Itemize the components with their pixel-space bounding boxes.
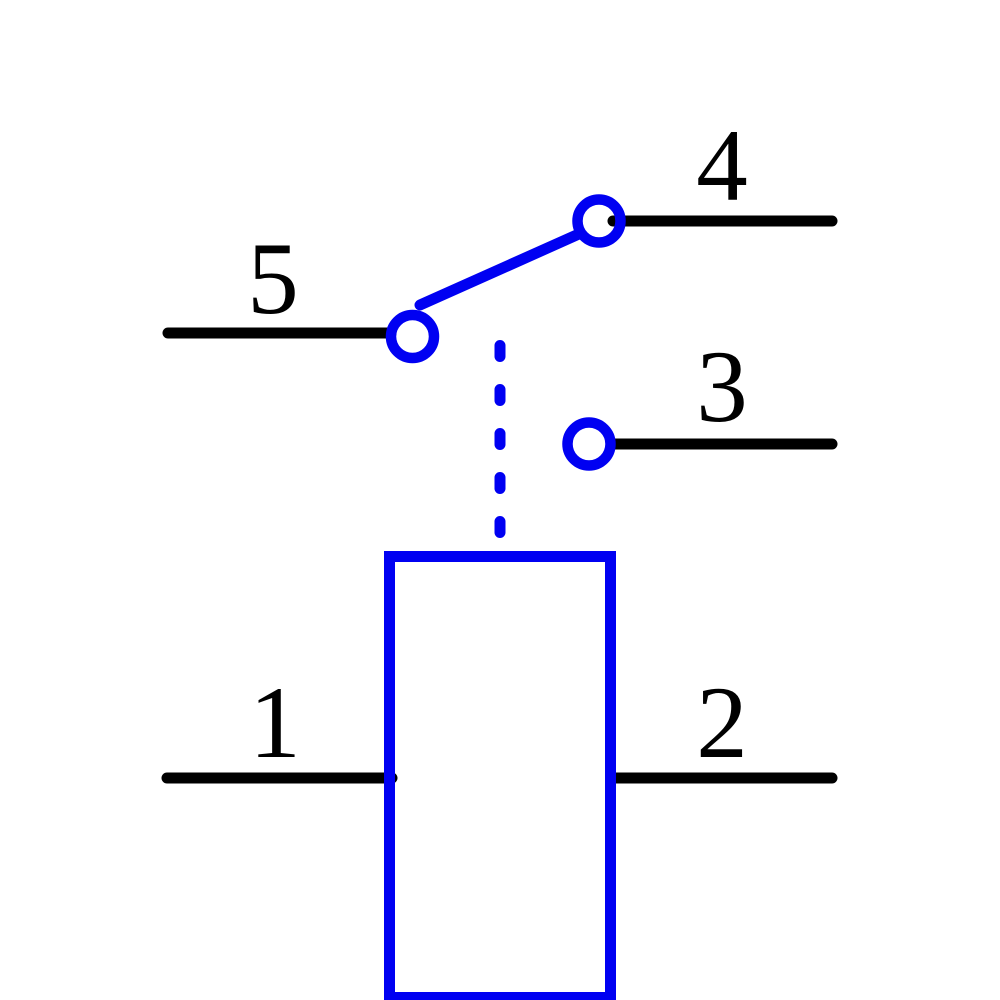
pin-3-label: 3 xyxy=(696,330,748,444)
pin-1-label: 1 xyxy=(249,666,301,780)
contact-3-circle xyxy=(562,417,616,471)
pin-5-label: 5 xyxy=(247,222,299,336)
pivot-contact-5-circle xyxy=(385,309,440,364)
pin-4-label: 4 xyxy=(696,109,748,223)
contact-4-circle xyxy=(572,194,626,248)
pin-2-label: 2 xyxy=(696,666,748,780)
armature-blade xyxy=(414,228,586,311)
coil-box xyxy=(384,551,616,1000)
